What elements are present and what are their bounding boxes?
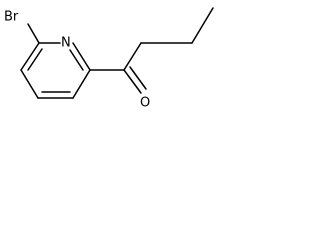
butanoyl-chain <box>89 7 214 94</box>
bond-carbonyl-o-inner <box>129 66 147 90</box>
bond-carbonyl-ch2 <box>123 42 142 71</box>
pyridine-ring <box>20 42 91 99</box>
bond-c5-c6 <box>20 42 40 71</box>
bond-c2-c3 <box>72 69 91 99</box>
skeletal-structure-diagram: Br N O <box>4 7 214 111</box>
double-bond-inner-n1-c2 <box>69 49 84 71</box>
bond-c6-br <box>27 23 40 44</box>
atom-label-carbonyl-oxygen: O <box>140 96 150 111</box>
atom-label-bromine: Br <box>4 10 19 25</box>
bond-ch2-ch3 <box>191 7 214 44</box>
double-bond-inner-c5-c6 <box>27 48 43 71</box>
bond-n1-c2 <box>72 42 91 71</box>
bond-carbonyl-o-outer <box>123 69 142 94</box>
atom-label-ring-nitrogen: N <box>61 36 71 51</box>
bond-c4-c5 <box>20 69 39 99</box>
